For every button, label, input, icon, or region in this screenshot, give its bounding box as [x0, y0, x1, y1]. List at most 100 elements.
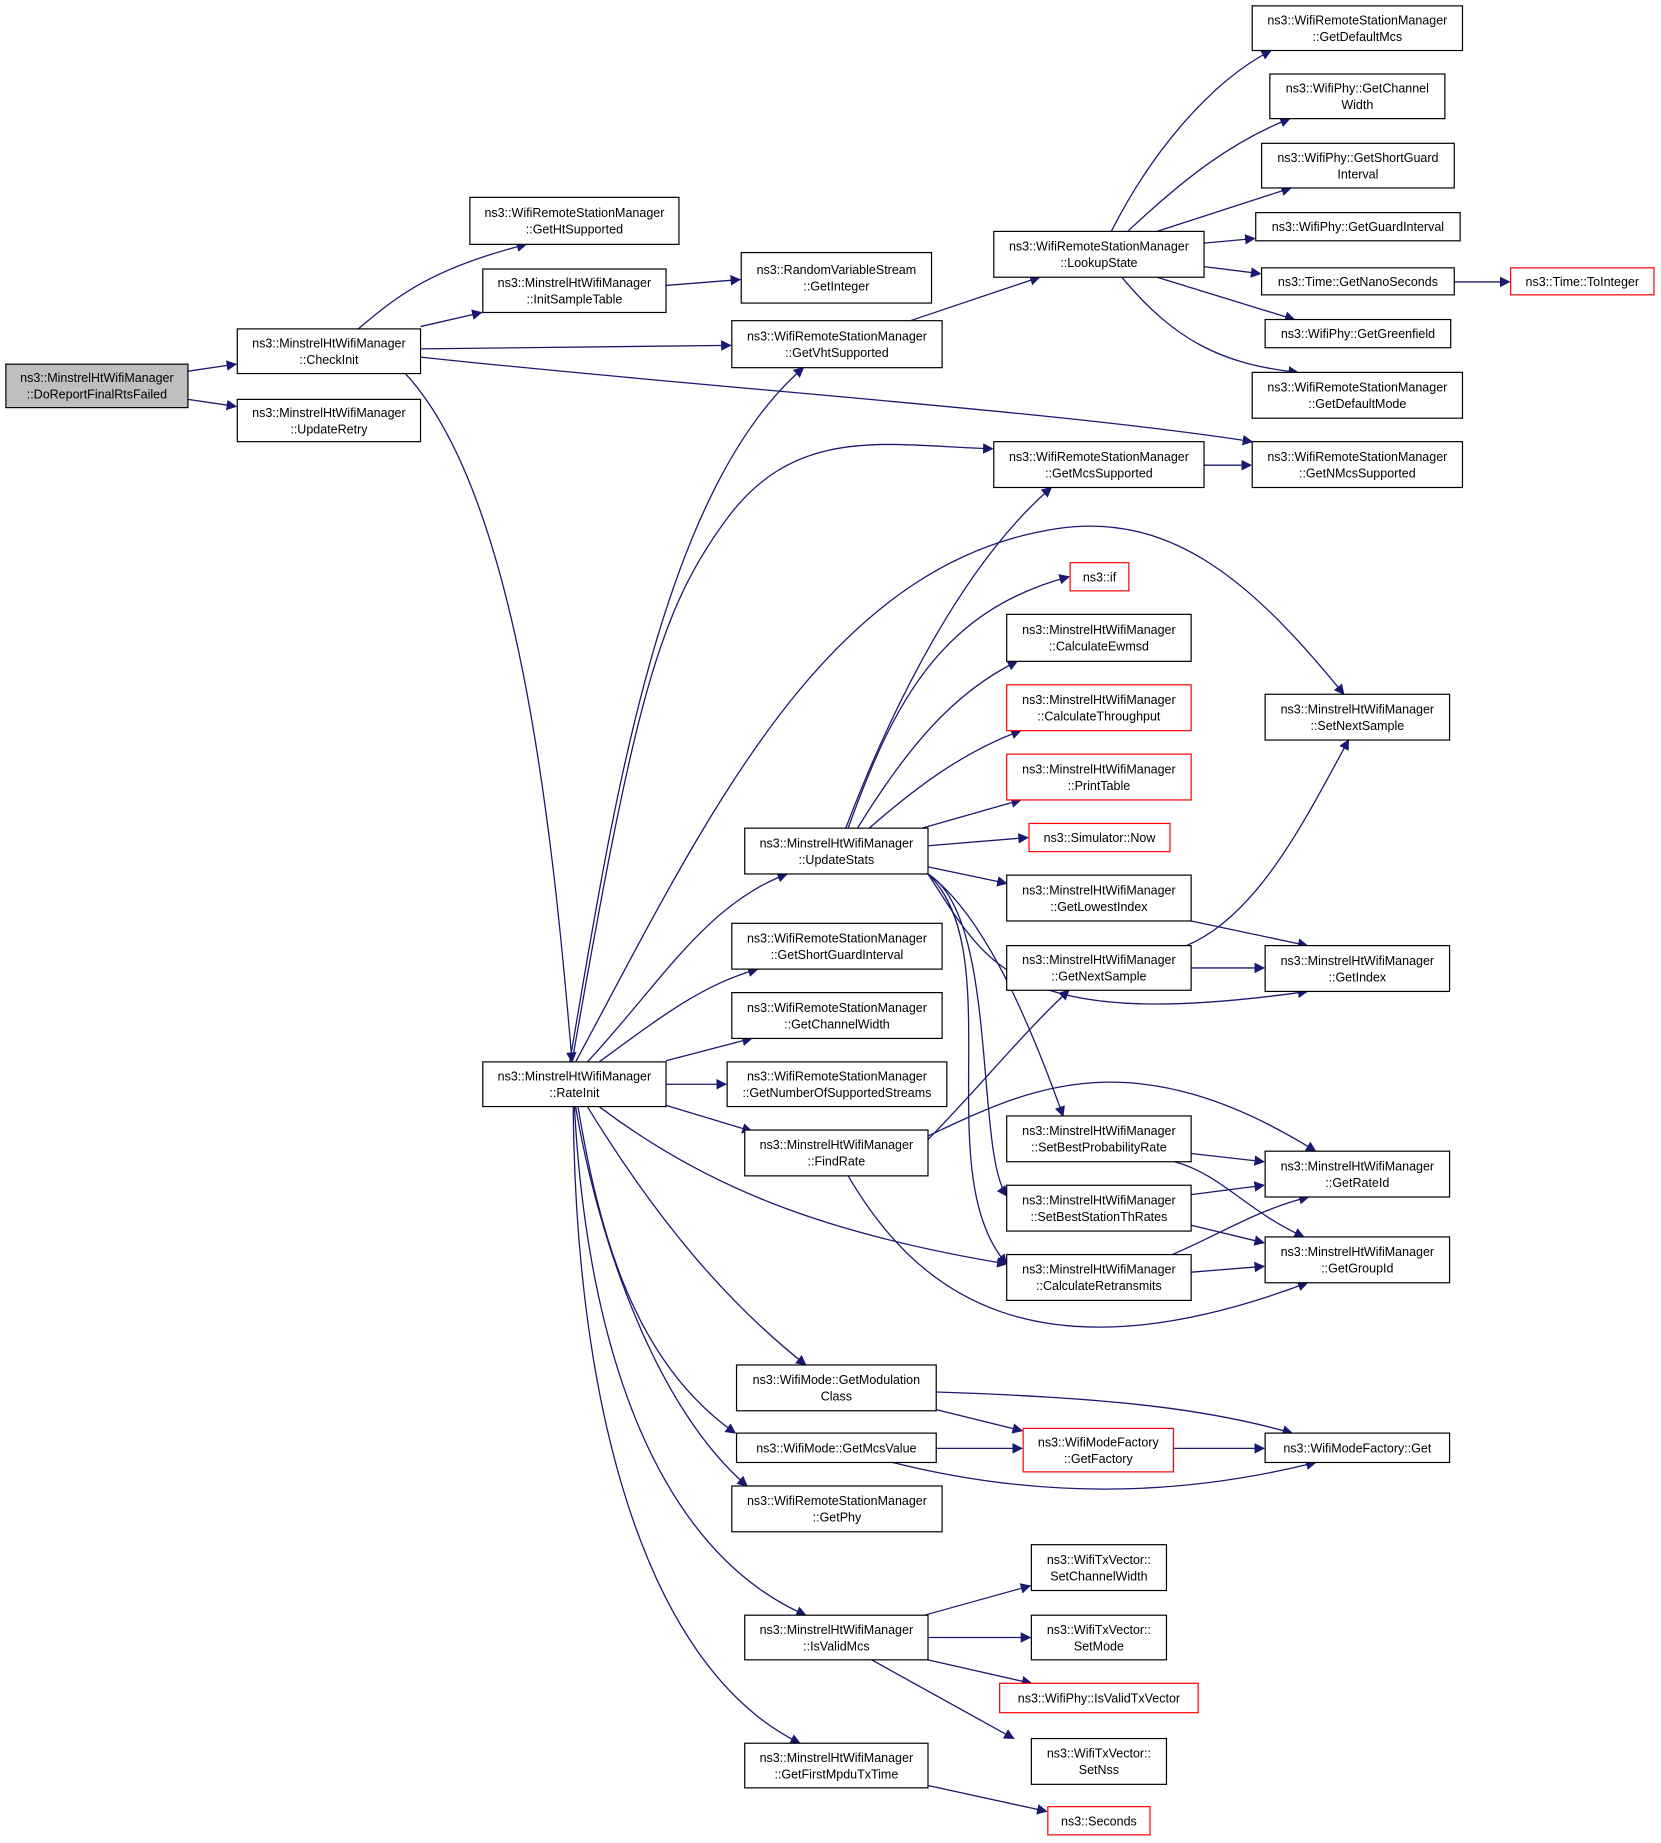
node-getrateid[interactable]: ns3::MinstrelHtWifiManager::GetRateId [1264, 1150, 1451, 1198]
node-label: ns3::MinstrelHtWifiManager [1022, 1124, 1176, 1138]
node-label: ns3::MinstrelHtWifiManager [1022, 693, 1176, 707]
node-checkinit[interactable]: ns3::MinstrelHtWifiManager::CheckInit [236, 328, 422, 375]
node-label: ns3::MinstrelHtWifiManager [1281, 702, 1435, 716]
edge-findrate-to-getnextsample [927, 989, 1070, 1140]
node-label: ::FindRate [808, 1155, 866, 1169]
node-label: ns3::Time::ToInteger [1526, 275, 1639, 289]
node-factoryget[interactable]: ns3::WifiModeFactory::Get [1264, 1432, 1451, 1464]
node-label: ::LookupState [1060, 256, 1137, 270]
node-label: ::CalculateRetransmits [1036, 1279, 1162, 1293]
node-getindex[interactable]: ns3::MinstrelHtWifiManager::GetIndex [1264, 945, 1451, 993]
node-setnss[interactable]: ns3::WifiTxVector::SetNss [1030, 1737, 1168, 1785]
node-getchwidth_rsm[interactable]: ns3::WifiRemoteStationManager::GetChanne… [731, 992, 943, 1040]
edge-updatestats-to-getmcssup [845, 486, 1053, 829]
edge-setbestth-to-getrateid [1191, 1181, 1266, 1196]
node-getdefmcs[interactable]: ns3::WifiRemoteStationManager::GetDefaul… [1251, 5, 1464, 52]
node-setnextsample[interactable]: ns3::MinstrelHtWifiManager::SetNextSampl… [1264, 693, 1451, 741]
node-findrate[interactable]: ns3::MinstrelHtWifiManager::FindRate [744, 1129, 929, 1177]
node-label: ns3::WifiPhy::IsValidTxVector [1018, 1692, 1180, 1706]
node-lookup[interactable]: ns3::WifiRemoteStationManager::LookupSta… [993, 230, 1205, 278]
node-getgroupid[interactable]: ns3::MinstrelHtWifiManager::GetGroupId [1264, 1236, 1451, 1284]
node-nsif[interactable]: ns3::if [1069, 562, 1130, 592]
node-box [726, 1061, 948, 1108]
node-label: ns3::WifiModeFactory::Get [1283, 1441, 1431, 1455]
node-getnss[interactable]: ns3::WifiRemoteStationManager::GetNumber… [726, 1061, 948, 1108]
node-updateretry[interactable]: ns3::MinstrelHtWifiManager::UpdateRetry [236, 398, 422, 443]
node-calcewmsd[interactable]: ns3::MinstrelHtWifiManager::CalculateEwm… [1006, 613, 1192, 662]
node-getfirstmpdu[interactable]: ns3::MinstrelHtWifiManager::GetFirstMpdu… [744, 1742, 929, 1789]
node-box [1264, 1432, 1451, 1464]
node-label: ns3::MinstrelHtWifiManager [1022, 1193, 1176, 1207]
edge-lookup-to-getgreen [1156, 276, 1296, 322]
node-calcretrans[interactable]: ns3::MinstrelHtWifiManager::CalculateRet… [1006, 1253, 1192, 1301]
node-box [731, 1485, 943, 1533]
node-rateinit[interactable]: ns3::MinstrelHtWifiManager::RateInit [482, 1061, 667, 1108]
node-initsample[interactable]: ns3::MinstrelHtWifiManager::InitSampleTa… [482, 268, 667, 314]
edge-updatestats-to-calctput [868, 728, 1022, 829]
node-label: ns3::Seconds [1061, 1814, 1137, 1828]
node-label: ns3::MinstrelHtWifiManager [498, 276, 652, 290]
node-label: ns3::MinstrelHtWifiManager [760, 1623, 914, 1637]
edge-calcretrans-to-getrateid [1172, 1194, 1310, 1256]
node-printtable[interactable]: ns3::MinstrelHtWifiManager::PrintTable [1006, 753, 1192, 801]
edge-setbestprob-to-getrateid [1191, 1152, 1266, 1166]
node-isvalidtx[interactable]: ns3::WifiPhy::IsValidTxVector [999, 1682, 1199, 1714]
edge-checkinit-to-getvht [420, 340, 732, 351]
node-calctput[interactable]: ns3::MinstrelHtWifiManager::CalculateThr… [1006, 684, 1192, 732]
node-getvht[interactable]: ns3::WifiRemoteStationManager::GetVhtSup… [731, 320, 943, 369]
node-box [482, 1061, 667, 1108]
node-getsgi_rsm[interactable]: ns3::WifiRemoteStationManager::GetShortG… [731, 922, 943, 970]
node-box [1264, 693, 1451, 741]
node-label: ns3::WifiRemoteStationManager [1267, 450, 1447, 464]
node-label: ns3::MinstrelHtWifiManager [1281, 1159, 1435, 1173]
node-setbestth[interactable]: ns3::MinstrelHtWifiManager::SetBestStati… [1006, 1184, 1192, 1232]
node-label: SetChannelWidth [1050, 1569, 1147, 1583]
node-label: ns3::MinstrelHtWifiManager [1022, 953, 1176, 967]
node-simnow[interactable]: ns3::Simulator::Now [1028, 822, 1171, 853]
node-label: ns3::MinstrelHtWifiManager [1022, 762, 1176, 776]
node-label: ::DoReportFinalRtsFailed [27, 388, 167, 402]
node-updatestats[interactable]: ns3::MinstrelHtWifiManager::UpdateStats [744, 827, 929, 875]
node-box [482, 268, 667, 314]
node-label: ::IsValidMcs [803, 1639, 869, 1653]
node-label: SetNss [1079, 1763, 1119, 1777]
node-getht[interactable]: ns3::WifiRemoteStationManager::GetHtSupp… [469, 196, 680, 245]
node-getsgi_phy[interactable]: ns3::WifiPhy::GetShortGuardInterval [1261, 142, 1455, 189]
node-label: ns3::WifiRemoteStationManager [747, 1001, 927, 1015]
node-getgreen[interactable]: ns3::WifiPhy::GetGreenfield [1264, 318, 1452, 349]
edge-isvalidmcs-to-setchwidth [924, 1583, 1032, 1616]
node-getfactory[interactable]: ns3::WifiModeFactory::GetFactory [1022, 1427, 1175, 1473]
node-label: ns3::if [1083, 570, 1117, 584]
node-box [993, 441, 1205, 489]
node-label: ::InitSampleTable [526, 292, 622, 306]
node-label: Class [821, 1390, 852, 1404]
node-isvalidmcs[interactable]: ns3::MinstrelHtWifiManager::IsValidMcs [744, 1614, 929, 1661]
node-box [1006, 1115, 1192, 1163]
node-getnmcs[interactable]: ns3::WifiRemoteStationManager::GetNMcsSu… [1251, 441, 1464, 489]
node-label: ::GetInteger [803, 280, 869, 294]
node-tointeger[interactable]: ns3::Time::ToInteger [1510, 267, 1655, 296]
node-getinteger[interactable]: ns3::RandomVariableStream::GetInteger [740, 251, 933, 304]
node-seconds[interactable]: ns3::Seconds [1047, 1806, 1151, 1836]
node-setchwidth[interactable]: ns3::WifiTxVector::SetChannelWidth [1030, 1544, 1168, 1592]
node-setbestprob[interactable]: ns3::MinstrelHtWifiManager::SetBestProba… [1006, 1115, 1192, 1163]
node-getdefmode[interactable]: ns3::WifiRemoteStationManager::GetDefaul… [1251, 371, 1464, 419]
node-setmode[interactable]: ns3::WifiTxVector::SetMode [1030, 1614, 1168, 1661]
node-getlowest[interactable]: ns3::MinstrelHtWifiManager::GetLowestInd… [1006, 874, 1192, 922]
node-getphy[interactable]: ns3::WifiRemoteStationManager::GetPhy [731, 1485, 943, 1533]
node-box [740, 251, 933, 304]
node-box [1264, 1150, 1451, 1198]
node-getnano[interactable]: ns3::Time::GetNanoSeconds [1261, 267, 1455, 296]
node-label: ::UpdateRetry [290, 422, 368, 436]
node-root[interactable]: ns3::MinstrelHtWifiManager::DoReportFina… [5, 363, 189, 409]
node-getnextsample[interactable]: ns3::MinstrelHtWifiManager::GetNextSampl… [1006, 945, 1192, 991]
node-getchwidth_phy[interactable]: ns3::WifiPhy::GetChannelWidth [1269, 73, 1446, 120]
node-getmcssup[interactable]: ns3::WifiRemoteStationManager::GetMcsSup… [993, 441, 1205, 489]
node-box [993, 230, 1205, 278]
node-label: ::GetPhy [813, 1511, 862, 1525]
node-getmcsvalue[interactable]: ns3::WifiMode::GetMcsValue [735, 1432, 937, 1464]
node-box [1264, 945, 1451, 993]
node-getgi[interactable]: ns3::WifiPhy::GetGuardInterval [1255, 212, 1461, 242]
node-box [731, 992, 943, 1040]
